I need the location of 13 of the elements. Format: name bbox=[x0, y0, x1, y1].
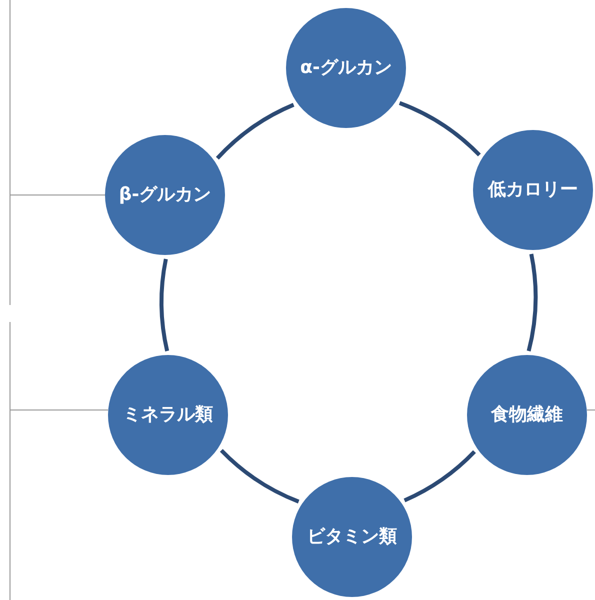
topic-label: α-グルカン bbox=[300, 56, 392, 80]
topic-label: β-グルカン bbox=[118, 184, 212, 206]
topic-label: ミネラル類 bbox=[123, 404, 213, 426]
leader-line bbox=[10, 194, 106, 196]
ring-arc bbox=[160, 258, 170, 352]
topic-label: 低カロリー bbox=[488, 178, 578, 202]
ring-arc bbox=[404, 450, 476, 502]
ring-arc bbox=[526, 254, 538, 352]
ring-arc bbox=[398, 101, 481, 156]
ring-arc bbox=[216, 102, 294, 160]
ring-arc bbox=[220, 448, 300, 504]
topic-label: 食物繊維 bbox=[491, 404, 563, 426]
topic-label: ビタミン類 bbox=[307, 526, 397, 548]
